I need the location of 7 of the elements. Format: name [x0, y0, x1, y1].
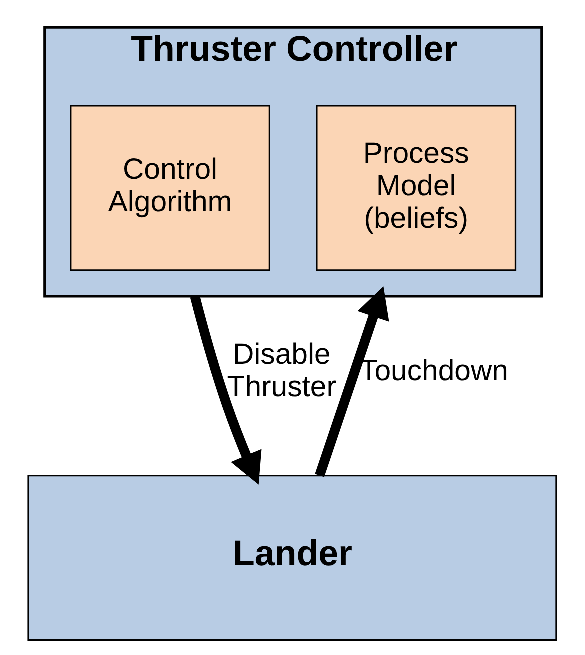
edge-label: Disable Thruster — [227, 338, 337, 404]
arrow — [190, 295, 262, 485]
arrow — [315, 286, 390, 478]
node-box: Control Algorithm — [70, 105, 270, 272]
node-box: Lander — [28, 474, 558, 642]
node-box: Process Model (beliefs) — [316, 105, 517, 272]
edge-label: Touchdown — [360, 354, 508, 388]
